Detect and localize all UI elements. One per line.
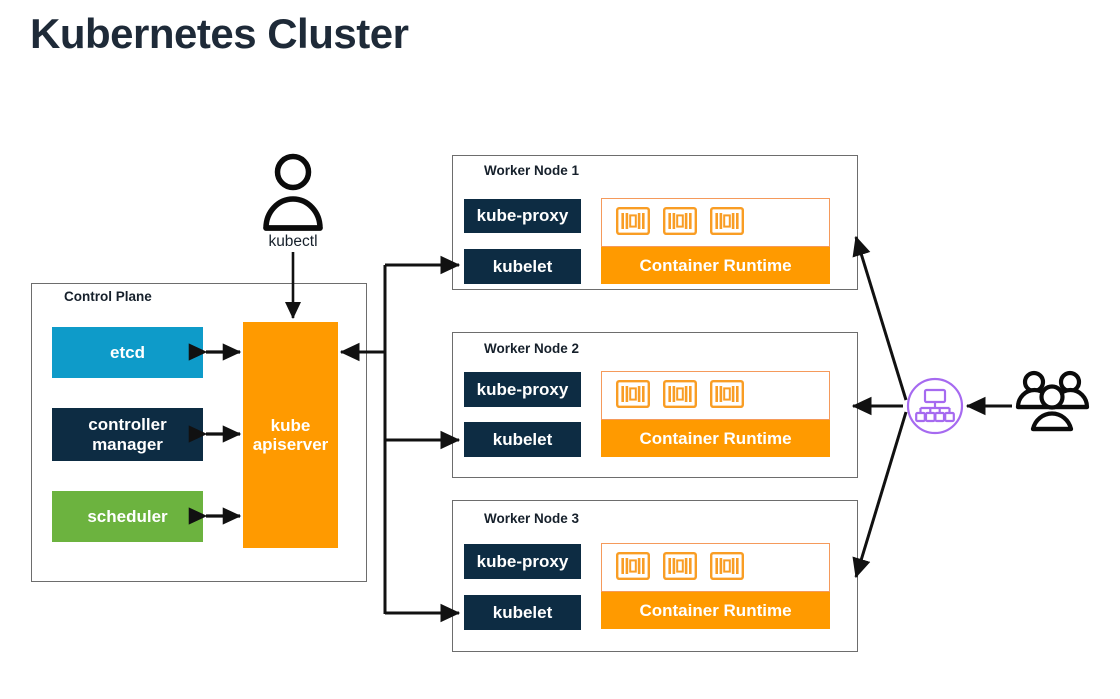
worker-node-1-container-runtime[interactable]: Container Runtime [601, 247, 830, 284]
pod-icon[interactable] [616, 380, 651, 413]
arrow-loadbalancer-to-node-1 [852, 235, 908, 401]
load-balancer-icon[interactable] [906, 377, 964, 435]
pod-icon[interactable] [616, 207, 651, 240]
worker-node-2-container-runtime[interactable]: Container Runtime [601, 420, 830, 457]
scheduler-box[interactable]: scheduler [52, 491, 203, 542]
pod-icon[interactable] [710, 207, 745, 240]
users-group-icon [1014, 370, 1090, 434]
worker-node-3-kube-proxy[interactable]: kube-proxy [464, 544, 581, 579]
worker-node-3-pods [616, 552, 745, 585]
controller-manager-box[interactable]: controller manager [52, 408, 203, 461]
worker-node-2-label: Worker Node 2 [484, 341, 580, 356]
pod-icon[interactable] [710, 380, 745, 413]
worker-node-3-kubelet[interactable]: kubelet [464, 595, 581, 630]
worker-node-1-label: Worker Node 1 [484, 163, 580, 178]
etcd-box[interactable]: etcd [52, 327, 203, 378]
worker-node-1-kube-proxy[interactable]: kube-proxy [464, 199, 581, 233]
pod-icon[interactable] [663, 207, 698, 240]
kubelet-label: kubelet [492, 256, 553, 276]
scheduler-label: scheduler [87, 506, 168, 526]
controller-manager-label-line2: manager [92, 434, 163, 454]
kube-apiserver-label-line1: kube [270, 415, 311, 435]
etcd-label: etcd [110, 342, 145, 362]
pod-icon[interactable] [663, 552, 698, 585]
worker-node-2-kubelet[interactable]: kubelet [464, 422, 581, 457]
container-runtime-label: Container Runtime [639, 255, 792, 275]
arrow-loadbalancer-to-node-3 [852, 411, 908, 579]
kubelet-label: kubelet [492, 602, 553, 622]
worker-node-3-label: Worker Node 3 [484, 511, 580, 526]
container-runtime-label: Container Runtime [639, 600, 792, 620]
container-runtime-label: Container Runtime [639, 428, 792, 448]
kubelet-label: kubelet [492, 429, 553, 449]
pod-icon[interactable] [663, 380, 698, 413]
kubectl-label: kubectl [268, 233, 318, 250]
kube-proxy-label: kube-proxy [476, 379, 569, 399]
kube-proxy-label: kube-proxy [476, 551, 569, 571]
page-title: Kubernetes Cluster [30, 10, 409, 57]
worker-node-2-pods [616, 380, 745, 413]
kube-apiserver-label-line2: apiserver [252, 435, 329, 454]
kube-proxy-label: kube-proxy [476, 206, 569, 226]
controller-manager-label-line1: controller [88, 415, 167, 435]
control-plane-label: Control Plane [64, 289, 152, 304]
worker-node-1-kubelet[interactable]: kubelet [464, 249, 581, 284]
pod-icon[interactable] [710, 552, 745, 585]
kube-apiserver-box[interactable]: kube apiserver [243, 322, 338, 548]
worker-node-2-kube-proxy[interactable]: kube-proxy [464, 372, 581, 407]
worker-node-3-container-runtime[interactable]: Container Runtime [601, 592, 830, 629]
worker-node-1-pods [616, 207, 745, 240]
pod-icon[interactable] [616, 552, 651, 585]
user-icon [262, 152, 324, 232]
